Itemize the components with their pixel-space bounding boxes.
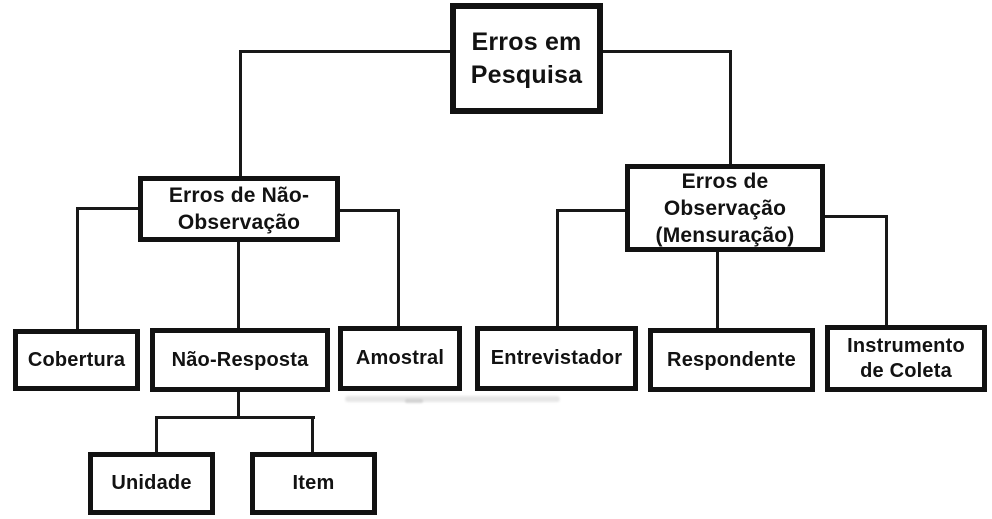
connector-nao-observacao-to-amostral-vertical: [397, 209, 400, 326]
node-label: Cobertura: [27, 348, 126, 371]
node-label-line: Erros em: [471, 27, 582, 56]
connector-nao-resposta-to-item: [311, 416, 314, 452]
node-erros-de-observacao-mensuracao: Erros de Observação (Mensuração): [625, 164, 825, 252]
connector-observacao-to-instrumento-horizontal: [824, 215, 888, 218]
node-label: Amostral: [355, 347, 445, 369]
node-item: Item: [250, 452, 377, 515]
connector-observacao-to-instrumento-vertical: [885, 215, 888, 325]
node-instrumento-de-coleta: Instrumento de Coleta: [825, 325, 987, 392]
connector-observacao-to-entrevistador-horizontal: [556, 209, 626, 212]
node-label-line: de Coleta: [860, 359, 952, 382]
connector-root-to-nao-observacao-horizontal: [239, 50, 450, 53]
node-label-line: Erros de Não-: [168, 184, 310, 207]
node-nao-resposta: Não-Resposta: [150, 328, 330, 392]
connector-nao-resposta-stub: [237, 392, 240, 419]
node-amostral: Amostral: [338, 326, 462, 391]
connector-nao-observacao-to-nao-resposta: [237, 242, 240, 328]
connector-root-to-nao-observacao-vertical: [239, 50, 242, 176]
node-label: Respondente: [667, 348, 796, 371]
node-unidade: Unidade: [88, 452, 215, 515]
connector-root-to-observacao-horizontal: [603, 50, 732, 53]
connector-observacao-to-entrevistador-vertical: [556, 209, 559, 326]
node-label: Item: [292, 472, 335, 494]
node-cobertura: Cobertura: [13, 329, 140, 391]
node-label-line: (Mensuração): [655, 223, 795, 247]
node-label: Não-Resposta: [171, 348, 309, 371]
node-entrevistador: Entrevistador: [475, 326, 638, 391]
node-label-line: Pesquisa: [470, 60, 583, 89]
node-label-line: Instrumento: [847, 334, 965, 357]
node-label: Unidade: [111, 472, 192, 494]
connector-nao-observacao-to-cobertura-horizontal: [76, 207, 138, 210]
connector-observacao-to-respondente: [716, 252, 719, 328]
connector-root-to-observacao-vertical: [729, 50, 732, 164]
connector-nao-observacao-to-cobertura-vertical: [76, 207, 79, 329]
connector-nao-observacao-to-amostral-horizontal: [340, 209, 400, 212]
node-respondente: Respondente: [648, 328, 815, 392]
node-erros-de-nao-observacao: Erros de Não- Observação: [138, 176, 340, 242]
node-erros-em-pesquisa: Erros em Pesquisa: [450, 3, 603, 114]
scan-artifact-smudge: [345, 396, 560, 402]
node-label-line: Observação: [663, 196, 787, 220]
connector-nao-resposta-to-unidade: [155, 416, 158, 452]
scan-artifact-dash: [405, 399, 423, 403]
connector-nao-resposta-branch: [155, 416, 315, 419]
node-label: Entrevistador: [490, 347, 623, 369]
node-label-line: Observação: [177, 211, 301, 234]
node-label-line: Erros de: [681, 169, 769, 193]
